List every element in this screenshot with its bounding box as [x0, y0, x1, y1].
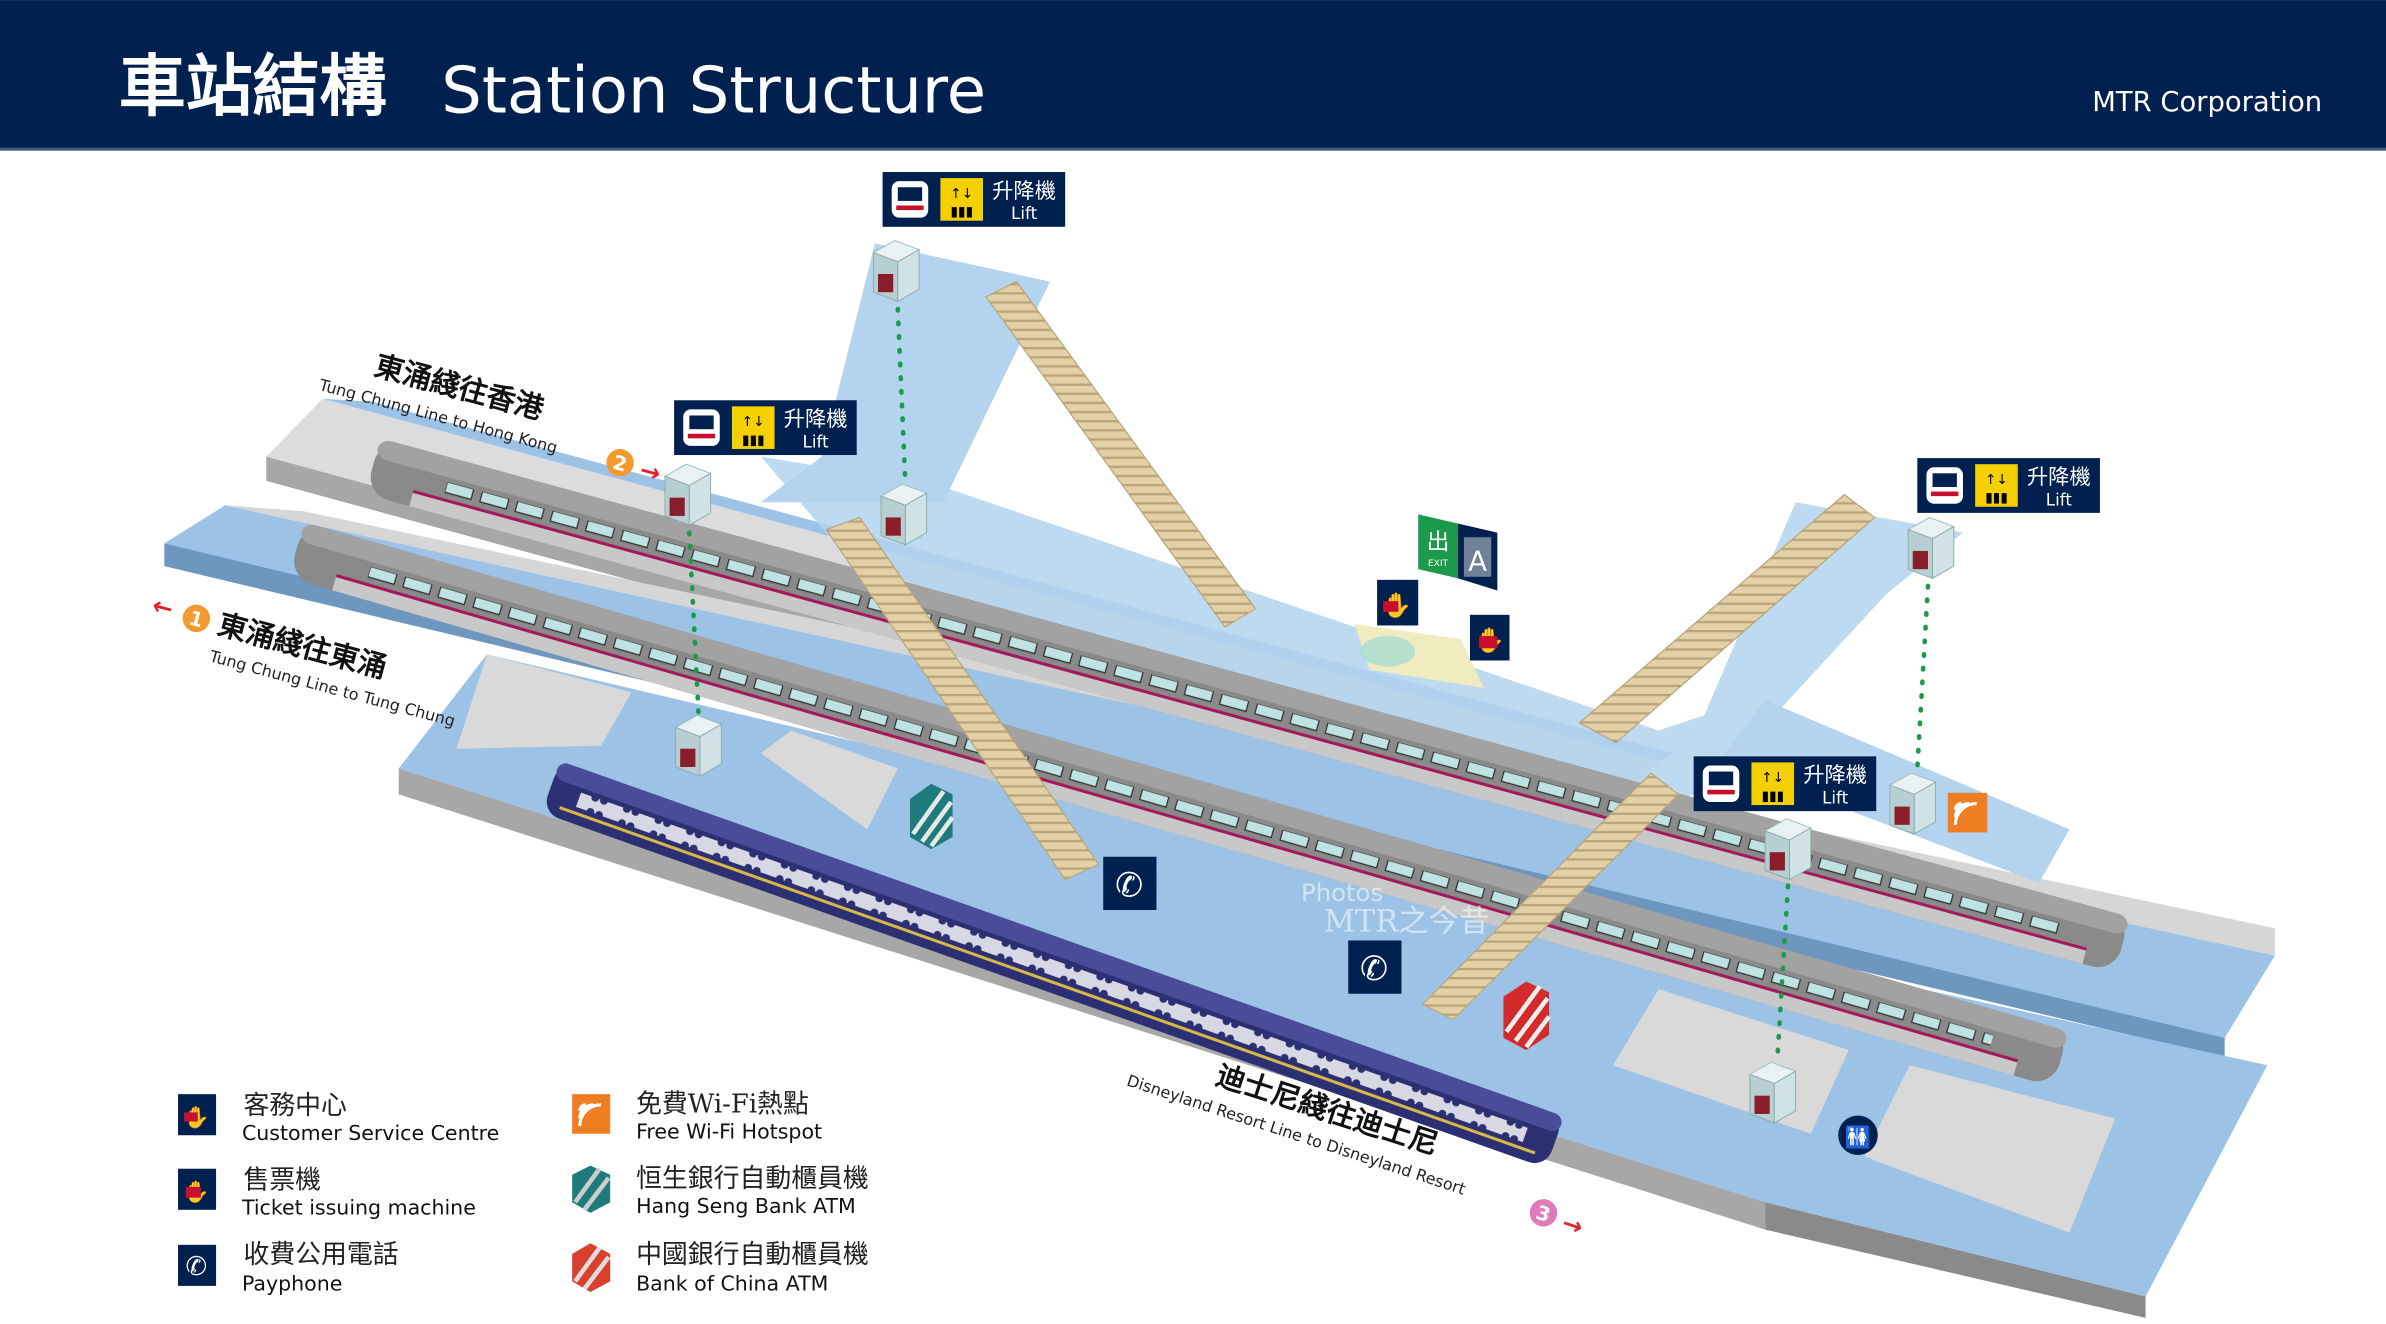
header-bar: [0, 0, 2386, 150]
arrow-left-icon: ←: [149, 590, 176, 623]
svg-text:Payphone: Payphone: [242, 1271, 342, 1295]
exit-a-sign: 出 EXIT A: [1418, 514, 1498, 591]
svg-text:Ticket issuing machine: Ticket issuing machine: [241, 1195, 476, 1219]
svg-text:免費Wi-Fi熱點: 免費Wi-Fi熱點: [636, 1089, 809, 1119]
lift-shaft: [664, 463, 712, 526]
lift-shaft: [1749, 1061, 1797, 1124]
legend-item-wifi: 免費Wi-Fi熱點 Free Wi-Fi Hotspot: [572, 1089, 822, 1143]
lift-icon: [1975, 464, 2018, 507]
svg-text:A: A: [1468, 547, 1487, 578]
lift-shaft: [1764, 817, 1812, 881]
lift-shaft: [872, 239, 920, 303]
svg-text:▮▮▮: ▮▮▮: [1985, 490, 2008, 506]
header-divider: [0, 147, 2386, 151]
toilet-icon: 🚻: [1838, 1115, 1878, 1156]
svg-text:Hang Seng Bank ATM: Hang Seng Bank ATM: [636, 1194, 856, 1218]
payphone-icon: ✆: [1103, 856, 1157, 911]
legend-item-ticket-machine: ✋ 售票機 Ticket issuing machine: [178, 1166, 476, 1219]
svg-text:收費公用電話: 收費公用電話: [243, 1240, 398, 1270]
lift-sign: ↑↓ ▮▮▮ 升降機 Lift: [674, 400, 857, 456]
lift-icon: [731, 406, 775, 449]
hang-seng-atm-icon: [909, 783, 955, 850]
svg-text:▮▮▮: ▮▮▮: [742, 432, 765, 448]
svg-text:恒生銀行自動櫃員機: 恒生銀行自動櫃員機: [636, 1164, 869, 1194]
lift-sign: ↑↓ ▮▮▮ 升降機 Lift: [882, 172, 1066, 227]
platform-1-badge: [182, 604, 211, 633]
wifi-icon: [1947, 792, 1988, 833]
svg-text:升降機: 升降機: [784, 407, 848, 432]
svg-text:✆: ✆: [1360, 949, 1388, 988]
svg-text:↑↓: ↑↓: [1985, 472, 2008, 488]
boc-atm-icon: [1503, 981, 1551, 1051]
arrow-right-icon: →: [1559, 1208, 1587, 1242]
legend: ✋ 客務中心 Customer Service Centre ✋ 售票機 Tic…: [178, 1089, 869, 1295]
svg-text:↑↓: ↑↓: [742, 414, 765, 430]
lift-shaft: [1907, 516, 1955, 580]
svg-text:✆: ✆: [1115, 865, 1143, 904]
svg-text:Customer Service Centre: Customer Service Centre: [242, 1121, 499, 1145]
hang-seng-atm-icon: [572, 1165, 611, 1213]
svg-text:3: 3: [1533, 1201, 1553, 1227]
svg-text:出: 出: [1427, 529, 1450, 555]
legend-item-boc-atm: 中國銀行自動櫃員機 Bank of China ATM: [572, 1240, 869, 1295]
svg-text:Lift: Lift: [1822, 788, 1849, 808]
lift-shaft: [1889, 772, 1937, 835]
legend-item-hang-seng-atm: 恒生銀行自動櫃員機 Hang Seng Bank ATM: [572, 1164, 869, 1218]
lift-shaft: [674, 714, 723, 777]
svg-text:售票機: 售票機: [243, 1166, 321, 1196]
svg-text:客務中心: 客務中心: [243, 1091, 346, 1121]
lift-shaft: [880, 483, 928, 546]
svg-text:Bank of China ATM: Bank of China ATM: [636, 1271, 828, 1295]
svg-text:Photos: Photos: [1301, 878, 1383, 907]
svg-text:MTR之今昔: MTR之今昔: [1324, 904, 1490, 939]
platform-3-badge: [1529, 1199, 1558, 1227]
svg-text:▮▮▮: ▮▮▮: [1761, 788, 1784, 804]
svg-text:🚻: 🚻: [1845, 1124, 1872, 1150]
svg-text:Lift: Lift: [803, 431, 830, 451]
customer-service-icon: ✋: [1377, 579, 1419, 626]
svg-text:升降機: 升降機: [1803, 763, 1867, 788]
lift-sign: ↑↓ ▮▮▮ 升降機 Lift: [1693, 756, 1877, 812]
ticket-machine-icon: ✋: [1469, 614, 1510, 661]
train-disneyland-resort-line: [546, 763, 1562, 1164]
title-chinese: 車站結構: [119, 47, 387, 126]
svg-text:Lift: Lift: [1011, 203, 1038, 223]
legend-item-payphone: ✆ 收費公用電話 Payphone: [178, 1240, 399, 1295]
svg-text:Free Wi-Fi Hotspot: Free Wi-Fi Hotspot: [636, 1119, 822, 1143]
svg-text:↑↓: ↑↓: [950, 186, 973, 202]
svg-text:2: 2: [610, 451, 629, 477]
payphone-icon: ✆: [1348, 940, 1402, 994]
lift-path: [687, 306, 1931, 1062]
train-tung-chung-to-tung-chung: [294, 524, 2067, 1082]
svg-text:中國銀行自動櫃員機: 中國銀行自動櫃員機: [636, 1240, 869, 1270]
svg-text:✆: ✆: [185, 1252, 207, 1282]
brand-label: MTR Corporation: [2092, 87, 2322, 118]
svg-text:Lift: Lift: [2046, 489, 2073, 509]
svg-text:升降機: 升降機: [992, 179, 1056, 204]
svg-text:▮▮▮: ▮▮▮: [950, 204, 973, 220]
lift-icon: [940, 178, 984, 221]
svg-text:1: 1: [186, 607, 205, 633]
customer-service-booth: [1360, 636, 1416, 667]
legend-item-customer-service: ✋ 客務中心 Customer Service Centre: [178, 1091, 499, 1145]
platform-2-badge: [606, 449, 634, 477]
lift-icon: [1751, 762, 1795, 806]
svg-text:↑↓: ↑↓: [1761, 770, 1784, 786]
payphone-icon: [178, 1244, 217, 1286]
svg-text:EXIT: EXIT: [1428, 559, 1449, 569]
title-english: Station Structure: [441, 55, 986, 129]
lift-sign: ↑↓ ▮▮▮ 升降機 Lift: [1917, 458, 2100, 513]
train-tung-chung-to-hong-kong: [370, 440, 2128, 968]
wifi-icon: [572, 1094, 611, 1134]
boc-atm-icon: [572, 1243, 611, 1292]
svg-text:升降機: 升降機: [2027, 465, 2091, 490]
escalator: [825, 280, 1876, 1021]
watermark: Photos MTR之今昔: [1301, 878, 1489, 939]
